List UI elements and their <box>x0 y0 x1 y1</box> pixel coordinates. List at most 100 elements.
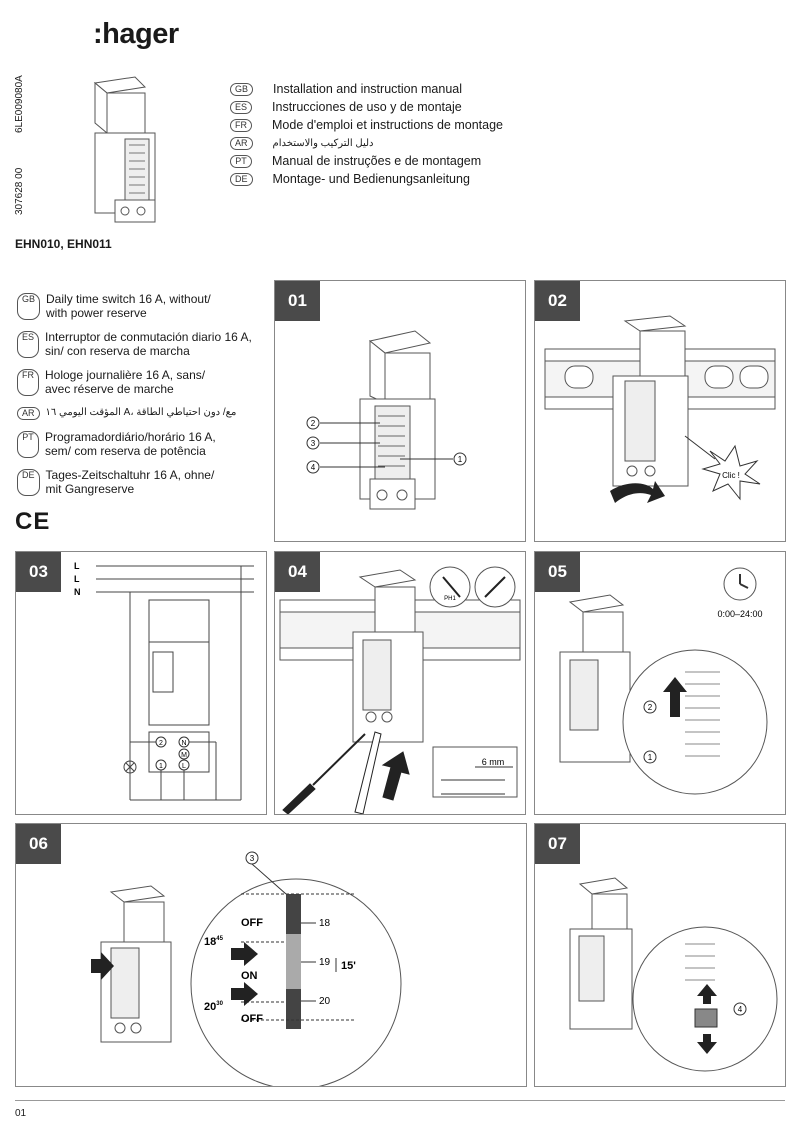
callout: 4 <box>738 1005 743 1014</box>
lang-text: Montage- und Bedienungsanleitung <box>272 172 470 186</box>
desc-badge: DE <box>17 469 40 496</box>
desc-badge: PT <box>17 431 39 458</box>
manual-override-illustration: 4 <box>569 877 778 1072</box>
desc-line: mit Gangreserve <box>45 482 135 496</box>
hour-mark: 18 <box>319 918 331 929</box>
lang-badge: DE <box>230 172 253 186</box>
lang-text: Instrucciones de uso y de montaje <box>272 100 462 114</box>
desc-badge: AR <box>17 407 40 420</box>
step-number: 05 <box>535 552 580 592</box>
line-label: L <box>74 574 80 584</box>
language-row: DE Montage- und Bedienungsanleitung <box>230 170 503 188</box>
step-07-panel: 07 4 <box>534 823 786 1087</box>
product-illustration <box>93 76 156 223</box>
lang-text: دليل التركيب والاستخدام <box>272 137 374 149</box>
step-05-panel: 05 0:00–24:00 2 1 <box>534 551 786 815</box>
callout: 2 <box>648 703 653 712</box>
callout: 1 <box>648 753 653 762</box>
line-label: L <box>74 561 80 571</box>
language-row: GB Installation and instruction manual <box>230 80 503 98</box>
strip-length: 6 mm <box>482 757 505 767</box>
step-number: 01 <box>275 281 320 321</box>
off-label: OFF <box>241 1013 263 1025</box>
desc-line: Daily time switch 16 A, without/ <box>46 292 211 306</box>
callout: 3 <box>250 854 255 863</box>
segment-step: 15' <box>341 960 356 972</box>
lang-badge: AR <box>230 136 253 150</box>
desc-line: with power reserve <box>46 306 147 320</box>
terminal-label: 1 <box>159 763 163 770</box>
terminal-label: N <box>181 740 186 747</box>
model-numbers: EHN010, EHN011 <box>15 237 112 251</box>
tool-label: PH1 <box>444 596 456 602</box>
desc-line: المؤقت اليومي ١٦ A، مع/ دون احتياطي الطا… <box>45 407 237 418</box>
language-row: PT Manual de instruções e de montagem <box>230 152 503 170</box>
desc-line: Programadordiário/horário 16 A, <box>45 430 216 444</box>
terminal-label: 2 <box>159 740 163 747</box>
description-item: ES Interruptor de conmutación diario 16 A… <box>17 330 262 358</box>
lang-badge: ES <box>230 100 253 114</box>
description-item: AR المؤقت اليومي ١٦ A، مع/ دون احتياطي ال… <box>17 406 262 420</box>
desc-badge: FR <box>17 369 39 396</box>
din-rail-mount-illustration: Clic ! <box>544 315 776 503</box>
lang-badge: PT <box>230 154 252 168</box>
step-number: 07 <box>535 824 580 864</box>
on-time: 1845 <box>204 936 224 948</box>
clic-label: Clic ! <box>722 471 740 480</box>
step-number: 04 <box>275 552 320 592</box>
doc-code: 6LE009080A <box>14 75 25 133</box>
on-label: ON <box>241 970 258 982</box>
callout: 1 <box>458 455 463 464</box>
lang-text: Manual de instruções e de montagem <box>272 154 482 168</box>
time-range: 0:00–24:00 <box>717 609 762 619</box>
lang-badge: GB <box>230 82 254 96</box>
page-number: 01 <box>15 1108 27 1119</box>
terminal-label: L <box>182 763 186 770</box>
description-item: DE Tages-Zeitschaltuhr 16 A, ohne/mit Gan… <box>17 468 262 496</box>
step-06-panel: 06 3 OFF ON OFF 1845 <box>15 823 527 1090</box>
step-03-panel: 03 L L N 2 N M 1 <box>15 551 267 815</box>
language-row: ES Instrucciones de uso y de montaje <box>230 98 503 116</box>
language-list: GB Installation and instruction manual ES… <box>230 80 503 188</box>
language-row: AR دليل التركيب والاستخدام <box>230 134 503 152</box>
desc-line: Tages-Zeitschaltuhr 16 A, ohne/ <box>45 468 215 482</box>
footer-divider <box>15 1100 785 1101</box>
hour-mark: 19 <box>319 957 331 968</box>
description-list: GB Daily time switch 16 A, without/with p… <box>17 292 262 506</box>
step-number: 03 <box>16 552 61 592</box>
step-04-panel: 04 PH1 6 mm <box>274 551 526 815</box>
description-item: PT Programadordiário/horário 16 A,sem/ co… <box>17 430 262 458</box>
desc-line: Hologe journalière 16 A, sans/ <box>45 368 206 382</box>
wiring-connection-illustration: PH1 6 mm <box>279 566 521 815</box>
line-label: N <box>74 587 81 597</box>
desc-badge: ES <box>17 331 40 358</box>
off-label: OFF <box>241 917 263 929</box>
time-setting-illustration: 0:00–24:00 2 1 <box>559 567 768 795</box>
desc-line: Interruptor de conmutación diario 16 A, <box>45 330 252 344</box>
device-illustration: 2 3 4 1 <box>306 330 467 510</box>
step-01-panel: 01 2 3 4 1 <box>274 280 526 542</box>
desc-line: sin/ con reserva de marcha <box>45 344 190 358</box>
callout: 3 <box>311 439 316 448</box>
callout: 4 <box>311 463 316 472</box>
hour-mark: 20 <box>319 996 331 1007</box>
step-02-panel: 02 Clic ! <box>534 280 786 542</box>
lang-text: Mode d'emploi et instructions de montage <box>272 118 503 132</box>
program-segments-illustration: 3 OFF ON OFF 1845 2030 18 19 20 15' <box>91 851 402 1090</box>
terminal-label: M <box>181 752 187 759</box>
desc-line: sem/ com reserva de potência <box>45 444 206 458</box>
desc-line: avec réserve de marche <box>45 382 174 396</box>
lang-text: Installation and instruction manual <box>273 82 463 96</box>
step-number: 02 <box>535 281 580 321</box>
description-item: GB Daily time switch 16 A, without/with p… <box>17 292 262 320</box>
off-time: 2030 <box>204 1001 224 1013</box>
article-code: 307628 00 <box>14 167 25 215</box>
desc-badge: GB <box>17 293 41 320</box>
step-number: 06 <box>16 824 61 864</box>
ce-mark: CE <box>15 508 51 535</box>
brand-logo: :hager <box>93 18 179 50</box>
description-item: FR Hologe journalière 16 A, sans/avec rés… <box>17 368 262 396</box>
wiring-diagram: L L N 2 N M 1 L <box>74 561 254 801</box>
callout: 2 <box>311 419 316 428</box>
